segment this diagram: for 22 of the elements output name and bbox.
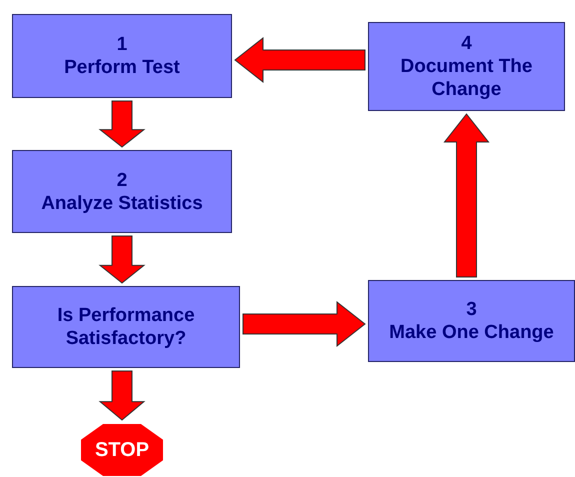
step-number: 4 xyxy=(461,32,472,55)
step-number: 1 xyxy=(116,33,128,56)
step-number: 2 xyxy=(116,168,128,192)
block-arrow xyxy=(98,370,146,421)
block-arrow xyxy=(242,300,366,348)
step-label: Document The Change xyxy=(400,55,534,101)
stop-octagon xyxy=(80,423,164,477)
block-arrow xyxy=(98,236,146,284)
process-box xyxy=(12,150,232,233)
process-box xyxy=(368,22,565,111)
step-number: 3 xyxy=(466,298,477,321)
process-box xyxy=(368,280,575,362)
block-arrow xyxy=(443,113,490,278)
step-label: Perform Test xyxy=(64,56,180,79)
step-label: Analyze Statistics xyxy=(41,192,203,214)
process-box xyxy=(12,14,232,98)
process-box xyxy=(12,286,240,368)
step-label: Make One Change xyxy=(389,321,554,344)
block-arrow xyxy=(98,100,146,148)
step-label: STOP xyxy=(94,438,150,462)
step-label: Is Performance Satisfactory? xyxy=(56,304,196,350)
block-arrow xyxy=(234,36,366,84)
